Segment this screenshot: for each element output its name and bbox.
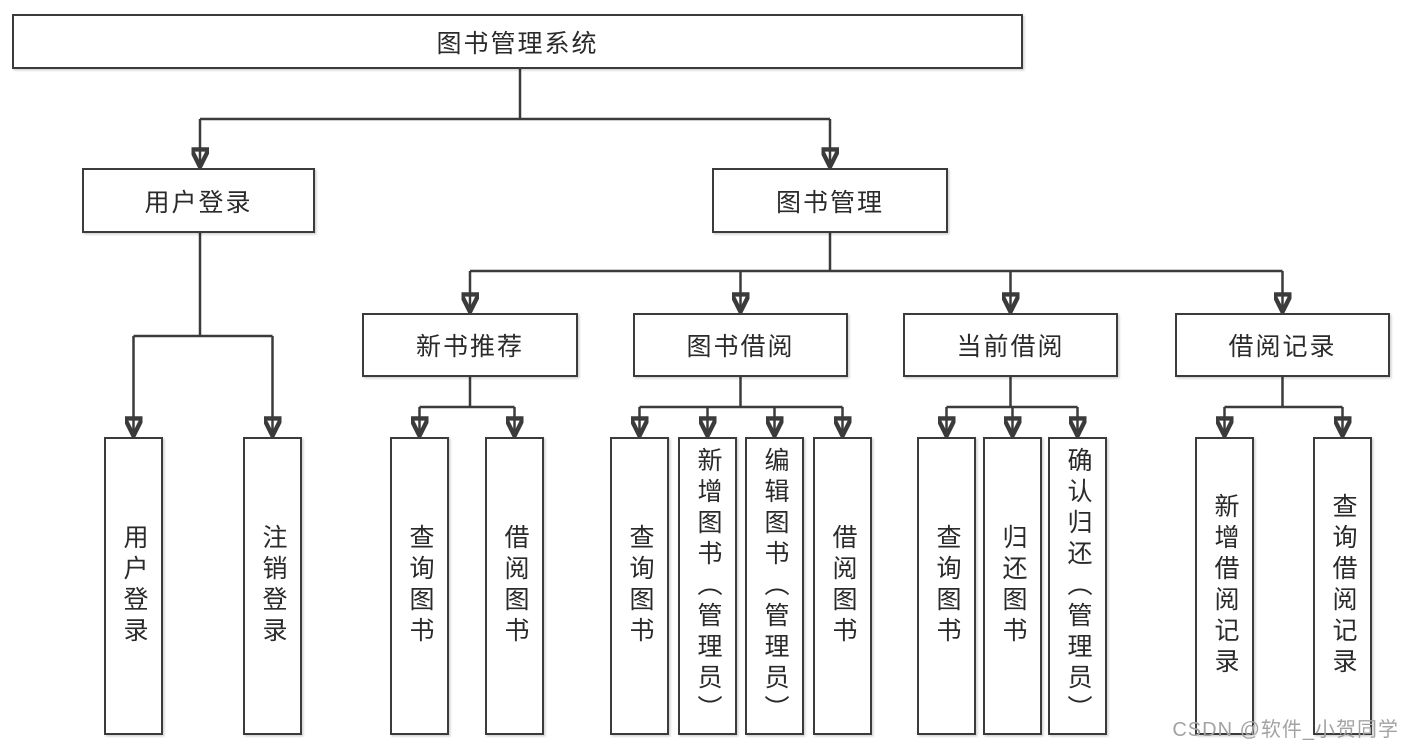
leaf-add-borrow-record: 新增借阅记录 bbox=[1195, 437, 1254, 735]
leaf-add-book-admin: 新增图书（管理员） bbox=[678, 437, 737, 735]
node-system-root: 图书管理系统 bbox=[12, 14, 1023, 69]
leaf-borrow-books-borrow: 借阅图书 bbox=[813, 437, 872, 735]
node-book-management: 图书管理 bbox=[712, 168, 948, 233]
node-system-root-label: 图书管理系统 bbox=[436, 29, 599, 58]
leaf-query-borrow-record-label: 查询借阅记录 bbox=[1329, 493, 1357, 679]
leaf-borrow-books-recommend: 借阅图书 bbox=[485, 437, 544, 735]
leaf-logout: 注销登录 bbox=[243, 437, 302, 735]
leaf-return-books-label: 归还图书 bbox=[999, 524, 1027, 648]
leaf-borrow-books-recommend-label: 借阅图书 bbox=[501, 524, 529, 648]
leaf-query-books-current: 查询图书 bbox=[917, 437, 976, 735]
leaf-query-books-recommend-label: 查询图书 bbox=[406, 524, 434, 648]
node-borrow-records-label: 借阅记录 bbox=[1228, 333, 1337, 361]
node-borrow-records: 借阅记录 bbox=[1175, 313, 1390, 377]
leaf-user-login-label: 用户登录 bbox=[120, 524, 148, 648]
csdn-watermark: CSDN @软件_小贺同学 bbox=[1172, 719, 1399, 741]
node-user-login-label: 用户登录 bbox=[144, 188, 253, 217]
node-current-borrow: 当前借阅 bbox=[903, 313, 1118, 377]
node-book-management-label: 图书管理 bbox=[775, 188, 884, 217]
node-user-login: 用户登录 bbox=[82, 168, 315, 233]
leaf-logout-label: 注销登录 bbox=[259, 524, 287, 648]
node-current-borrow-label: 当前借阅 bbox=[956, 333, 1065, 361]
node-new-book-recommend-label: 新书推荐 bbox=[415, 333, 524, 361]
leaf-query-books-borrow-label: 查询图书 bbox=[626, 524, 654, 648]
leaf-edit-book-admin-label: 编辑图书（管理员） bbox=[761, 446, 789, 726]
node-new-book-recommend: 新书推荐 bbox=[362, 313, 578, 377]
leaf-confirm-return-admin: 确认归还（管理员） bbox=[1048, 437, 1107, 735]
leaf-edit-book-admin: 编辑图书（管理员） bbox=[745, 437, 804, 735]
leaf-query-books-borrow: 查询图书 bbox=[610, 437, 669, 735]
leaf-add-borrow-record-label: 新增借阅记录 bbox=[1211, 493, 1239, 679]
leaf-query-borrow-record: 查询借阅记录 bbox=[1313, 437, 1372, 735]
leaf-confirm-return-admin-label: 确认归还（管理员） bbox=[1064, 446, 1092, 726]
leaf-query-books-current-label: 查询图书 bbox=[933, 524, 961, 648]
node-book-borrow: 图书借阅 bbox=[633, 313, 848, 377]
leaf-query-books-recommend: 查询图书 bbox=[390, 437, 449, 735]
leaf-return-books: 归还图书 bbox=[983, 437, 1042, 735]
leaf-add-book-admin-label: 新增图书（管理员） bbox=[694, 446, 722, 726]
leaf-user-login: 用户登录 bbox=[104, 437, 163, 735]
node-book-borrow-label: 图书借阅 bbox=[686, 333, 795, 361]
leaf-borrow-books-borrow-label: 借阅图书 bbox=[829, 524, 857, 648]
